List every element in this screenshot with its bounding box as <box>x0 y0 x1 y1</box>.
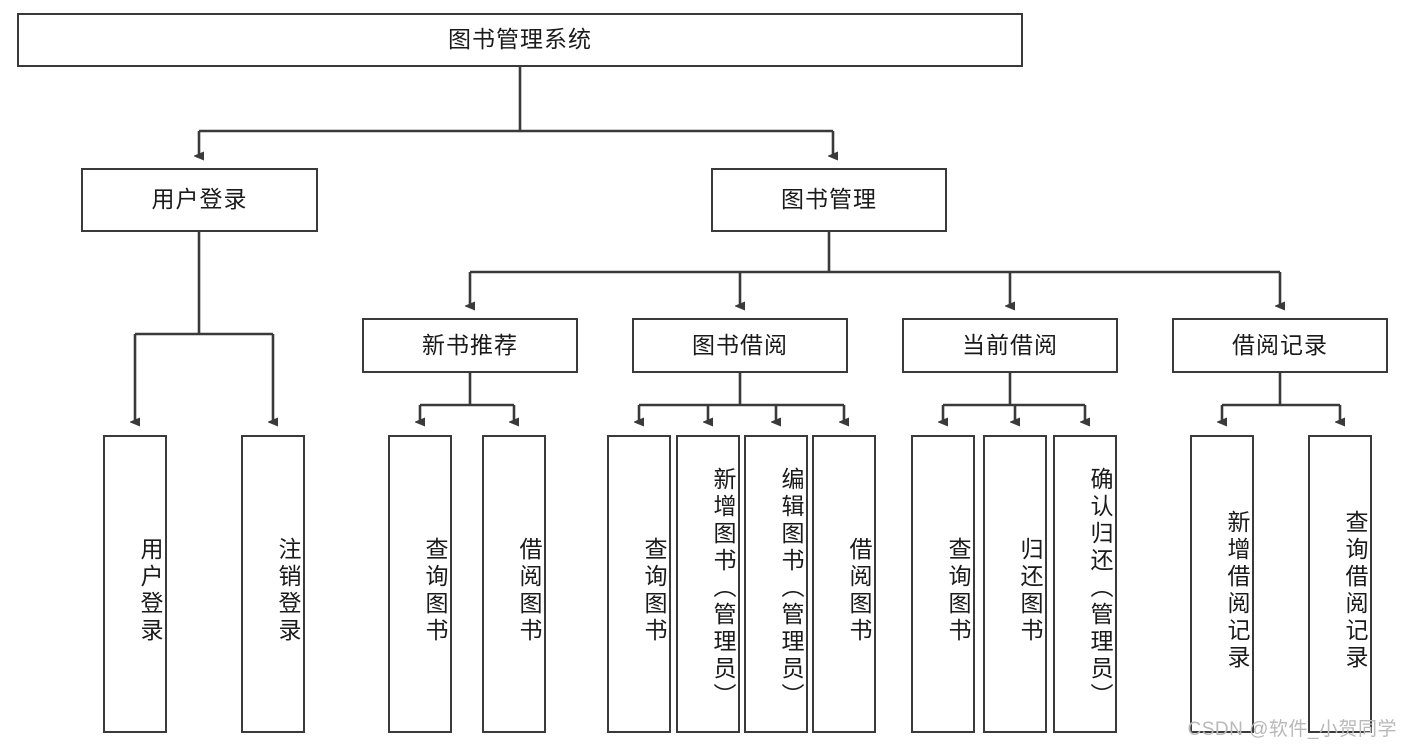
node-leaf-10[interactable]: 归还图书 <box>983 435 1047 733</box>
node-leaf-10-label: 归还图书 <box>1017 537 1043 645</box>
node-leaf-3-label: 查询图书 <box>422 537 448 645</box>
node-leaf-2[interactable]: 注销登录 <box>241 435 305 733</box>
node-level3-1[interactable]: 新书推荐 <box>362 318 578 373</box>
node-leaf-9-label: 查询图书 <box>945 537 971 645</box>
node-leaf-11-label: 确认归还（管理员） <box>1087 466 1113 710</box>
node-leaf-2-label: 注销登录 <box>275 537 301 645</box>
node-leaf-5[interactable]: 查询图书 <box>607 435 671 733</box>
node-level3-1-label: 新书推荐 <box>422 331 518 358</box>
node-leaf-12-label: 新增借阅记录 <box>1224 510 1250 672</box>
node-leaf-4-label: 借阅图书 <box>516 537 542 645</box>
node-leaf-6-label: 新增图书（管理员） <box>710 466 736 710</box>
watermark: CSDN @软件_小贺同学 <box>1187 719 1397 740</box>
node-root-label: 图书管理系统 <box>448 26 592 53</box>
node-level2-1-label: 用户登录 <box>151 186 248 213</box>
node-level3-4[interactable]: 借阅记录 <box>1172 318 1388 373</box>
node-level3-4-label: 借阅记录 <box>1232 331 1328 358</box>
node-level3-2[interactable]: 图书借阅 <box>632 318 848 373</box>
node-level3-3-label: 当前借阅 <box>962 331 1058 358</box>
node-leaf-5-label: 查询图书 <box>641 537 667 645</box>
node-leaf-9[interactable]: 查询图书 <box>911 435 975 733</box>
node-root[interactable]: 图书管理系统 <box>17 13 1023 67</box>
node-leaf-11[interactable]: 确认归还（管理员） <box>1053 435 1117 733</box>
node-leaf-13-label: 查询借阅记录 <box>1342 510 1368 672</box>
node-leaf-6[interactable]: 新增图书（管理员） <box>676 435 740 733</box>
node-leaf-3[interactable]: 查询图书 <box>388 435 452 733</box>
node-leaf-1-label: 用户登录 <box>137 537 163 645</box>
node-level3-3[interactable]: 当前借阅 <box>902 318 1118 373</box>
node-leaf-13[interactable]: 查询借阅记录 <box>1308 435 1372 733</box>
node-level2-2-label: 图书管理 <box>781 186 877 213</box>
node-leaf-4[interactable]: 借阅图书 <box>482 435 546 733</box>
node-leaf-7-label: 编辑图书（管理员） <box>778 466 804 710</box>
node-level2-2[interactable]: 图书管理 <box>711 168 947 232</box>
node-leaf-12[interactable]: 新增借阅记录 <box>1190 435 1254 733</box>
node-leaf-7[interactable]: 编辑图书（管理员） <box>744 435 808 733</box>
node-level3-2-label: 图书借阅 <box>692 331 788 358</box>
node-leaf-8[interactable]: 借阅图书 <box>812 435 876 733</box>
node-level2-1[interactable]: 用户登录 <box>81 168 318 232</box>
node-leaf-8-label: 借阅图书 <box>846 537 872 645</box>
node-leaf-1[interactable]: 用户登录 <box>103 435 167 733</box>
